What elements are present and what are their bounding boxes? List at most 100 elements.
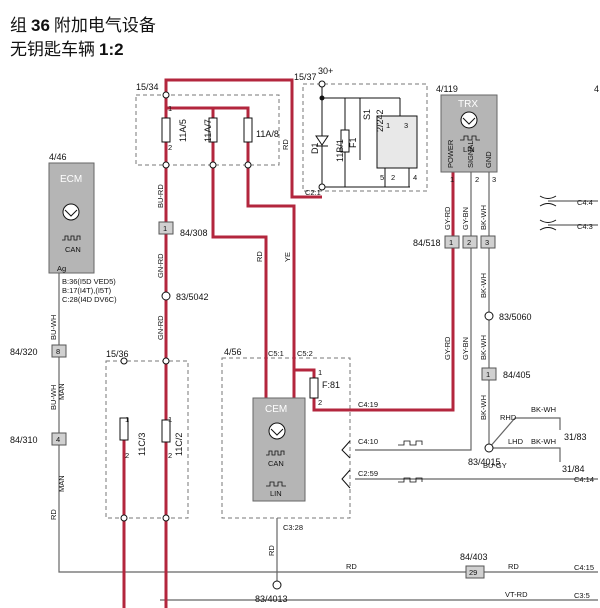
supply-label: 30+ [318,66,333,76]
edge-c4-3: C4:3 [577,222,593,231]
conn-84-308-label: 84/308 [180,228,208,238]
lin-icon [460,135,480,141]
trx-ref: 4/119 [436,84,458,94]
trx-pin-power: POWER [446,139,455,168]
trx-pin-signal: SIGNAL [466,140,475,168]
cem-lin-label: LIN [270,489,282,498]
ecm-note-2: B:17(I4T),(I5T) [62,286,112,295]
svg-text:2: 2 [318,398,322,407]
svg-text:3: 3 [404,121,408,130]
splice-83-5042-label: 83/5042 [176,292,209,302]
wire-rd-11a7: RD [255,251,264,262]
ecm-pin: Ag [57,264,66,273]
wire-bk-wh-2: BK-WH [479,273,488,298]
wire-bk-wh-lhd: BK-WH [531,437,556,446]
splice-83-5060-label: 83/5060 [499,312,532,322]
cem-can-label: CAN [268,459,284,468]
ecm-note-3: C:28(I4D DV6C) [62,295,117,304]
wire-rd-cem: RD [267,545,276,556]
trx-title: TRX [458,99,478,110]
relay-box-label: 15/37 [294,72,317,82]
lhd-label: LHD [508,437,524,446]
fuse-box-15-34-label: 15/34 [136,82,159,92]
svg-text:2: 2 [125,451,129,460]
can-icon [62,235,81,241]
edge-c4-4: C4:4 [577,198,593,207]
wire-bk-wh-4: BK-WH [479,395,488,420]
wire-rd-bottom-2: RD [508,562,519,571]
splice-83-4013-label: 83/4013 [255,594,288,604]
cem-fuse-label: F:81 [322,380,340,390]
fuse-f81 [309,377,319,399]
svg-text:1: 1 [449,238,453,247]
conn-84-518-label: 84/518 [413,238,441,248]
wire-bk-wh-rhd: BK-WH [531,405,556,414]
wire-man-1: MAN [57,383,66,400]
svg-text:1: 1 [163,224,167,233]
wire-rd-bottom: RD [346,562,357,571]
fuse-11a7-label: 11A/7 [203,119,213,142]
cem-module [252,397,306,502]
fuse-11a5-label: 11A/5 [178,119,188,142]
wire-rd-left: RD [49,509,58,520]
wire-man-2: MAN [57,475,66,492]
svg-text:2: 2 [467,238,471,247]
fuse-box-15-36 [105,360,189,519]
svg-text:29: 29 [469,568,477,577]
wire-bk-wh-1: BK-WH [479,205,488,230]
conn-84-403-label: 84/403 [460,552,488,562]
svg-text:2: 2 [475,175,479,184]
conn-84-310-label: 84/310 [10,435,38,445]
svg-text:2: 2 [168,143,172,152]
svg-text:1: 1 [168,104,172,113]
svg-text:8: 8 [56,347,60,356]
wire-gn-rd-1: GN-RD [156,253,165,278]
wire-vt-rd: VT-RD [505,590,528,599]
cem-c5-1: C5:1 [268,349,284,358]
svg-text:1: 1 [450,175,454,184]
svg-text:5: 5 [380,173,384,182]
wire-bu-wh-2: BU-WH [49,385,58,410]
fuse-box-15-34 [135,94,280,166]
edge-c4-14: C4:14 [574,475,594,484]
wire-gy-bn-1: GY-BN [461,207,470,230]
svg-text:C2:1: C2:1 [305,188,321,197]
diode-d1-label: D1 [310,142,320,154]
wire-gn-rd-2: GN-RD [156,315,165,340]
cem-ref: 4/56 [224,347,242,357]
wire-gy-rd-1: GY-RD [443,206,452,230]
ecm-can-label: CAN [65,245,81,254]
conn-84-320-label: 84/320 [10,347,38,357]
svg-text:1: 1 [318,368,322,377]
relay-id-label: 2/242 [375,109,385,132]
cem-c5-2: C5:2 [297,349,313,358]
wire-gy-rd-2: GY-RD [443,336,452,360]
wire-rd-top: RD [281,139,290,150]
wire-gy-bn-2: GY-BN [461,337,470,360]
fuse-f1-label: F1 [348,137,358,148]
ground-31-84: 31/84 [562,464,585,474]
fuse-11c3-label: 11C/3 [137,433,147,456]
cem-box [221,357,351,519]
cem-c2-59: C2:59 [358,469,378,478]
svg-text:3: 3 [492,175,496,184]
wire-ye: YE [283,252,292,262]
edge-c4-15: C4:15 [574,563,594,572]
relay-s1-label: S1 [362,109,372,120]
svg-text:1: 1 [486,370,490,379]
fuse-box-15-36-label: 15/36 [106,349,129,359]
ecm-note-1: B:36(I5D VED5) [62,277,116,286]
splice-83-4015-label: 83/4015 [468,457,501,467]
fuse-11c2-label: 11C/2 [174,433,184,456]
svg-text:1: 1 [168,415,172,424]
svg-text:1: 1 [125,415,129,424]
wire-bk-wh-3: BK-WH [479,335,488,360]
svg-text:3: 3 [485,238,489,247]
cem-c4-19: C4:19 [358,400,378,409]
cem-c4-10: C4:10 [358,437,378,446]
wire-bu-gy: BU-GY [483,461,507,470]
svg-text:2: 2 [391,173,395,182]
